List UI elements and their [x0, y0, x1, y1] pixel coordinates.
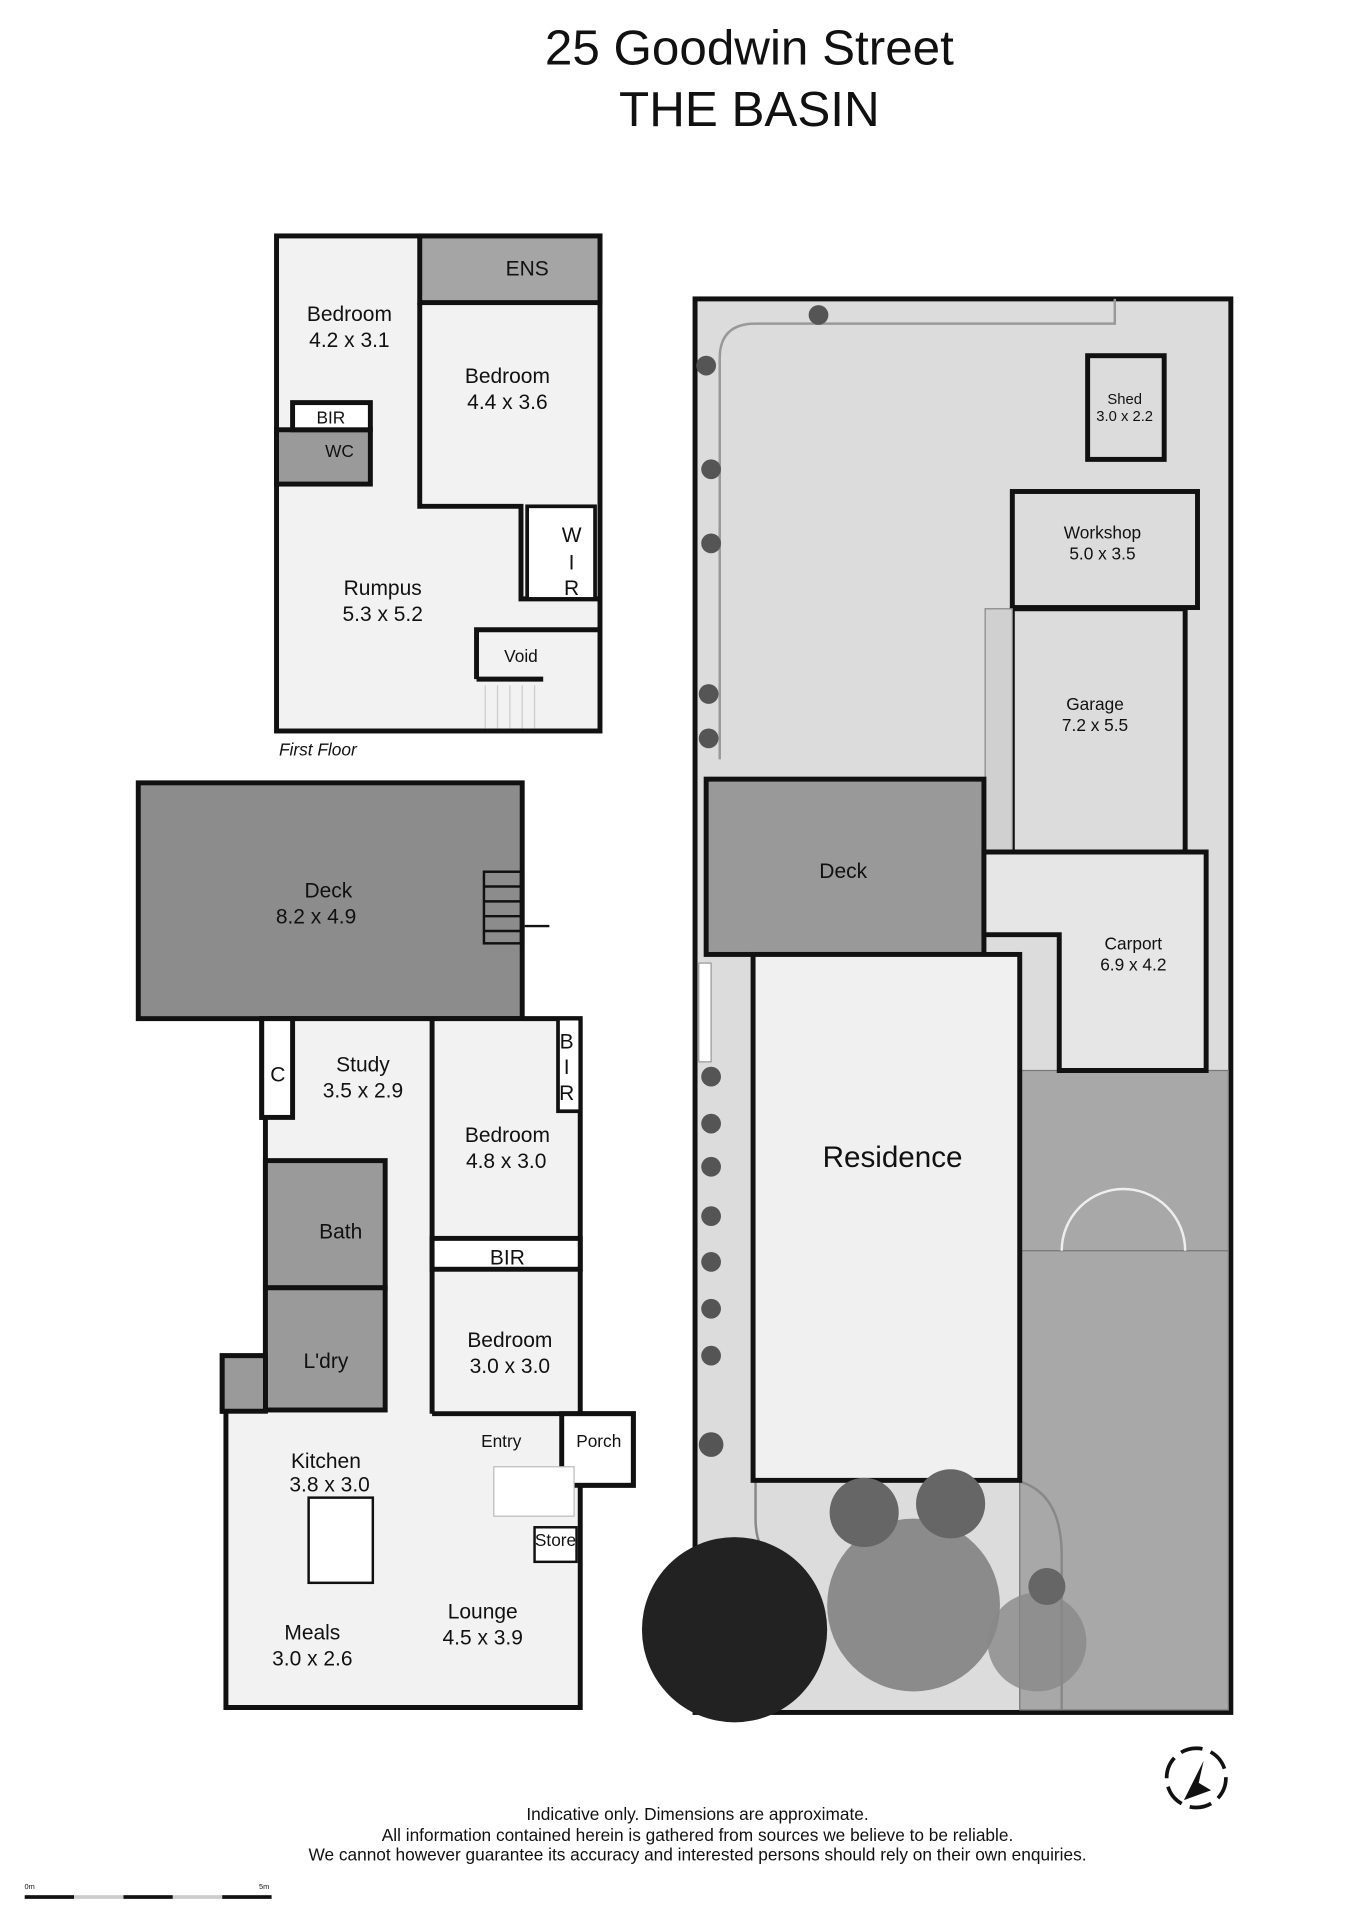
scale-start: 0m [24, 1882, 34, 1891]
room-name: WC [325, 441, 354, 461]
room-dims: 6.9 x 4.2 [1100, 954, 1166, 974]
room-dims: 4.2 x 3.1 [309, 329, 389, 352]
room-dims: 3.0 x 2.2 [1096, 409, 1153, 425]
residence-label: Residence [823, 1141, 963, 1174]
room-name: Workshop [1064, 522, 1141, 542]
scale-end: 5m [259, 1882, 269, 1891]
room-name: Carport [1105, 934, 1163, 954]
first-floor-label: First Floor [279, 740, 358, 760]
room-letter: I [564, 1056, 570, 1079]
room-name: Kitchen [291, 1450, 361, 1473]
room-dims: 7.2 x 5.5 [1062, 715, 1128, 735]
room-name: Shed [1107, 392, 1142, 408]
room-name: Store [535, 1530, 576, 1550]
room-name: Garage [1066, 694, 1124, 714]
trees [641, 1469, 1087, 1723]
room-dims: 8.2 x 4.9 [276, 906, 356, 929]
garden-plants [696, 305, 829, 1457]
room-dims: 3.0 x 2.6 [272, 1648, 352, 1671]
room-name: Bedroom [307, 303, 392, 326]
room-letter: W [562, 524, 582, 547]
room-name: Rumpus [344, 577, 422, 600]
title-line-1: 25 Goodwin Street [545, 20, 954, 75]
room-dims: 4.4 x 3.6 [467, 391, 547, 414]
room-name: Study [336, 1054, 390, 1077]
room-dims: 3.0 x 3.0 [470, 1355, 550, 1378]
room-name: Void [504, 646, 538, 666]
room-name: Bedroom [465, 365, 550, 388]
room-dims: 3.8 x 3.0 [289, 1473, 369, 1496]
room-name: Entry [481, 1431, 522, 1451]
title-line-2: THE BASIN [619, 82, 880, 137]
room-name: Porch [576, 1431, 621, 1451]
room-name: Deck [304, 880, 352, 903]
room-dims: 5.3 x 5.2 [342, 603, 422, 626]
room-dims: 5.0 x 3.5 [1069, 543, 1135, 563]
room-dims: 3.5 x 2.9 [323, 1080, 403, 1103]
room-name: C [270, 1064, 285, 1087]
room-name: BIR [316, 408, 345, 428]
site-plan: Shed 3.0 x 2.2 Workshop 5.0 x 3.5 Garage… [641, 296, 1234, 1723]
disclaimer-line: We cannot however guarantee its accuracy… [308, 1845, 1086, 1865]
room-dims: 4.8 x 3.0 [466, 1150, 546, 1173]
room-dims: 4.5 x 3.9 [442, 1627, 522, 1650]
room-name: Bedroom [465, 1124, 550, 1147]
room-letter: R [564, 577, 579, 600]
room-name: L'dry [304, 1350, 349, 1373]
room-name: Bedroom [467, 1329, 552, 1352]
room-name: Bath [319, 1220, 362, 1243]
first-floor-plan: Bedroom 4.2 x 3.1 ENS Bedroom 4.4 x 3.6 … [274, 233, 603, 760]
room-name: BIR [490, 1246, 525, 1269]
room-letter: B [560, 1030, 574, 1053]
scale-bar: 0m 5m [24, 1882, 272, 1899]
room-letter: I [569, 551, 575, 574]
room-name: Deck [819, 860, 867, 883]
room-letter: R [559, 1082, 574, 1105]
room-name: Meals [284, 1622, 340, 1645]
ground-floor-plan: Deck 8.2 x 4.9 Study 3.5 x 2.9 C Bedroom… [135, 780, 636, 1710]
room-name: Lounge [448, 1601, 518, 1624]
disclaimer-line: Indicative only. Dimensions are approxim… [526, 1804, 868, 1824]
compass-icon [1164, 1746, 1228, 1810]
disclaimer-line: All information contained herein is gath… [382, 1825, 1014, 1845]
room-name: ENS [506, 257, 549, 280]
